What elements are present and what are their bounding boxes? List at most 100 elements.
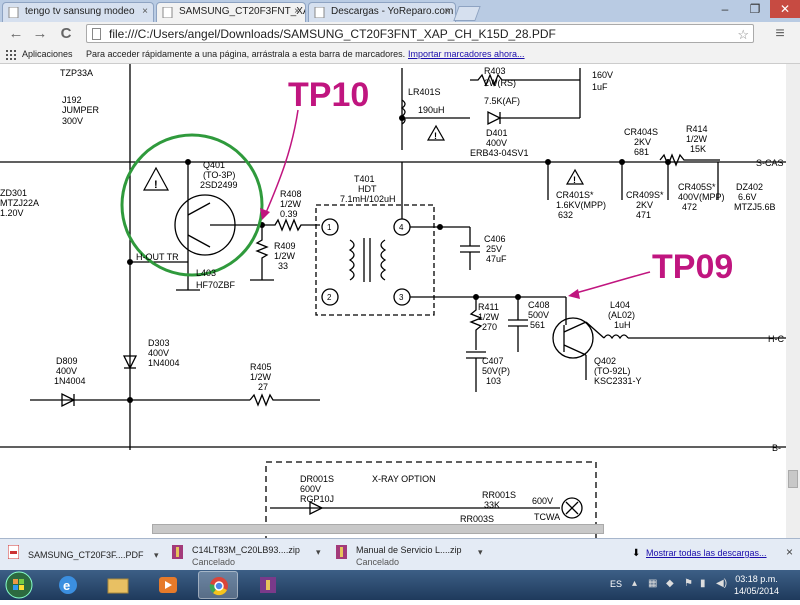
label: T401 xyxy=(354,174,375,184)
pin-label: 1 xyxy=(327,223,332,232)
label: 1uF xyxy=(592,82,608,92)
label: L404 xyxy=(610,300,630,310)
page-icon xyxy=(8,7,19,18)
label: 681 xyxy=(634,147,649,157)
menu-button[interactable]: ≡ xyxy=(775,25,785,42)
download-item[interactable]: C14LT83M_C20LB93....zip Cancelado ▾ xyxy=(172,542,328,568)
page-icon xyxy=(314,7,325,18)
label: C407 xyxy=(482,356,504,366)
label: X-RAY OPTION xyxy=(372,474,436,484)
vertical-scroll-thumb[interactable] xyxy=(788,470,798,488)
label: 27 xyxy=(258,382,268,392)
chrome-taskbar-button[interactable] xyxy=(198,571,238,599)
warning-icon xyxy=(142,166,170,191)
flag-icon[interactable]: ⚑ xyxy=(684,578,693,589)
label: R405 xyxy=(250,362,272,372)
svg-text:e: e xyxy=(63,578,70,593)
apps-link[interactable]: Aplicaciones xyxy=(22,49,73,59)
label: 1/2W xyxy=(478,312,500,322)
pdf-viewer[interactable]: ! ! ! TP10 TP09 TZP33A J192 JUMPER 300V … xyxy=(0,64,786,538)
vertical-scrollbar[interactable] xyxy=(786,64,800,538)
tab-title: tengo tv sansung modeo xyxy=(25,6,135,17)
label: (TO-3P) xyxy=(203,170,235,180)
bookmarks-hint: Para acceder rápidamente a una página, a… xyxy=(86,49,406,59)
clock[interactable]: 03:18 p.m. 14/05/2014 xyxy=(734,573,779,597)
back-button[interactable]: ← xyxy=(8,25,24,42)
start-button-icon[interactable] xyxy=(4,571,34,599)
label: LR401S xyxy=(408,87,441,97)
tab-close-icon[interactable]: × xyxy=(142,6,148,17)
label: R403 xyxy=(484,66,506,76)
bookmarks-bar: Aplicaciones Para acceder rápidamente a … xyxy=(0,46,800,64)
ie-taskbar-button[interactable]: e xyxy=(48,571,88,599)
dropbox-icon[interactable]: ◆ xyxy=(666,578,674,589)
label: 33 xyxy=(278,261,288,271)
forward-button[interactable]: → xyxy=(32,25,48,42)
tab-title: Descargas - YoReparo.com xyxy=(331,6,454,17)
show-all-downloads-link[interactable]: Mostrar todas las descargas... xyxy=(646,548,767,558)
network-icon[interactable]: ▦ xyxy=(648,578,658,589)
label: ERB43-04SV1 xyxy=(470,148,529,158)
label: 2KV xyxy=(634,137,651,147)
tray-arrow-icon[interactable]: ▴ xyxy=(632,578,638,589)
minimize-button[interactable]: ‒ xyxy=(721,2,729,16)
label: 15K xyxy=(690,144,706,154)
download-arrow-icon: ⬇ xyxy=(632,548,641,559)
app-taskbar-button[interactable] xyxy=(248,571,288,599)
label: 400V(MPP) xyxy=(678,192,725,202)
url-text: file:///C:/Users/angel/Downloads/SAMSUNG… xyxy=(109,27,556,41)
new-tab-button[interactable] xyxy=(453,6,481,21)
signal-icon[interactable]: ▮ xyxy=(700,578,706,589)
chrome-icon xyxy=(209,577,228,596)
warning-mark: ! xyxy=(573,175,576,185)
label: 6.6V xyxy=(738,192,757,202)
tab-close-icon[interactable]: × xyxy=(444,6,450,17)
label: TCWA xyxy=(534,512,560,522)
apps-icon xyxy=(6,50,16,60)
download-item[interactable]: SAMSUNG_CT20F3F....PDF ▾ xyxy=(8,542,164,568)
restore-button[interactable]: ❐ xyxy=(749,2,761,16)
page-icon xyxy=(92,28,101,40)
explorer-taskbar-button[interactable] xyxy=(98,571,138,599)
label: JUMPER xyxy=(62,105,100,115)
tab-close-icon[interactable]: × xyxy=(294,6,300,17)
callout-tp09: TP09 xyxy=(652,248,733,286)
label: 7.5K(AF) xyxy=(484,96,520,106)
tab-descargas[interactable]: Descargas - YoReparo.com × xyxy=(308,2,456,22)
label: (AL02) xyxy=(608,310,635,320)
close-downloads-button[interactable]: × xyxy=(786,545,794,559)
label: J192 xyxy=(62,95,82,105)
tab-tengo-tv[interactable]: tengo tv sansung modeo × xyxy=(2,2,154,22)
volume-icon[interactable]: ◀) xyxy=(716,578,728,589)
label: 1.20V xyxy=(0,208,24,218)
chevron-down-icon[interactable]: ▾ xyxy=(316,547,321,557)
clock-date: 14/05/2014 xyxy=(734,586,780,596)
label: R411 xyxy=(478,302,499,312)
language-indicator[interactable]: ES xyxy=(610,579,623,589)
label: 300V xyxy=(62,116,83,126)
label: 270 xyxy=(482,322,497,332)
label: 1/2W xyxy=(274,251,296,261)
download-item[interactable]: Manual de Servicio L....zip Cancelado ▾ xyxy=(336,542,492,568)
label: 1N4004 xyxy=(54,376,86,386)
label: 632 xyxy=(558,210,573,220)
bookmark-star-icon[interactable]: ☆ xyxy=(737,27,749,42)
address-bar[interactable]: file:///C:/Users/angel/Downloads/SAMSUNG… xyxy=(86,24,754,43)
label: RR003S xyxy=(460,514,494,524)
label: 33K xyxy=(484,500,500,510)
arrow-head-icon xyxy=(260,208,270,220)
import-bookmarks-link[interactable]: Importar marcadores ahora... xyxy=(408,49,525,59)
chevron-down-icon[interactable]: ▾ xyxy=(154,550,159,560)
label: RGP10J xyxy=(300,494,334,504)
tab-samsung-pdf[interactable]: SAMSUNG_CT20F3FNT_XA × xyxy=(156,2,306,22)
label: DR001S xyxy=(300,474,334,484)
media-player-taskbar-button[interactable] xyxy=(148,571,188,599)
reload-button[interactable]: C xyxy=(60,25,72,42)
label: D809 xyxy=(56,356,78,366)
label: 7.1mH/102uH xyxy=(340,194,396,204)
close-window-button[interactable]: ✕ xyxy=(770,0,800,18)
download-name: SAMSUNG_CT20F3F....PDF xyxy=(28,550,144,560)
label: Q402 xyxy=(594,356,616,366)
chevron-down-icon[interactable]: ▾ xyxy=(478,547,483,557)
horizontal-scroll-thumb[interactable] xyxy=(152,524,604,534)
